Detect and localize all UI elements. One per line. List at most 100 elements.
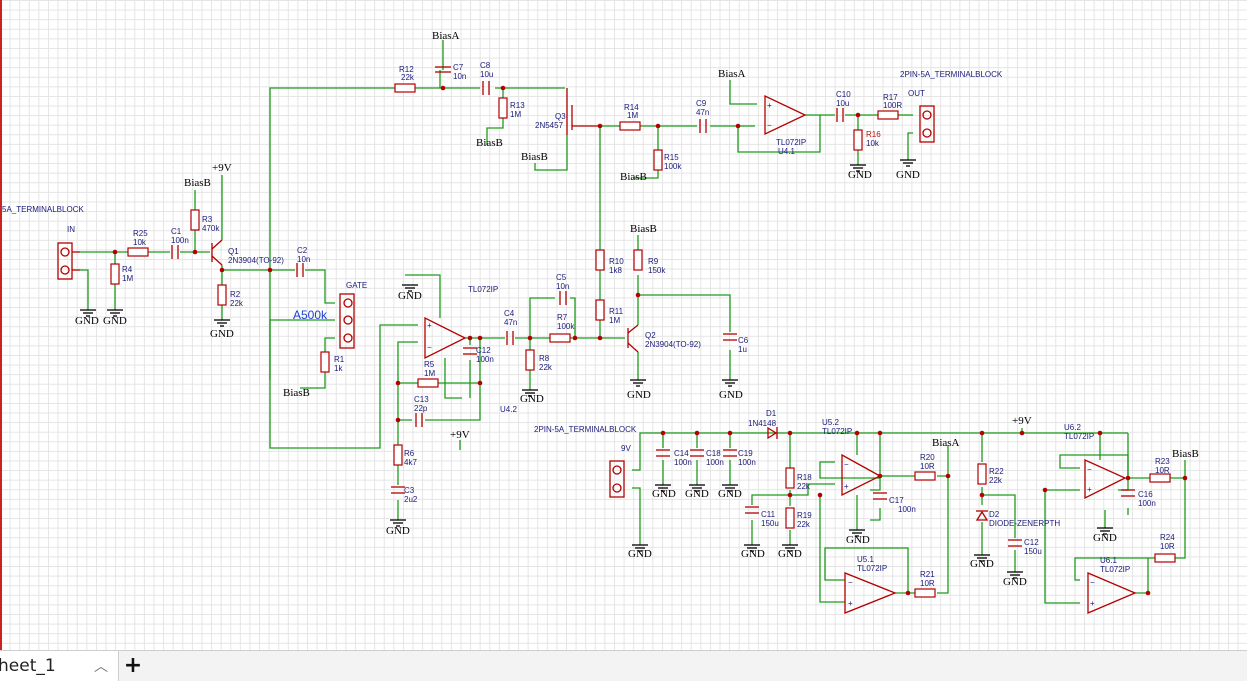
value-q2: 2N3904(TO-92) (645, 340, 701, 349)
value-c7: 10n (453, 72, 466, 81)
terminal-block-in[interactable] (57, 242, 80, 280)
resistor-r21[interactable] (914, 588, 936, 598)
resistor-r2[interactable] (217, 284, 227, 306)
label-q1: Q1 (228, 247, 239, 256)
resistor-r25[interactable] (127, 247, 149, 257)
potentiometer-gate[interactable] (339, 293, 355, 349)
capacitor-c7[interactable] (435, 66, 451, 73)
resistor-r11[interactable] (595, 299, 605, 321)
capacitor-c10[interactable] (836, 108, 844, 122)
svg-text:−: − (1087, 465, 1092, 474)
capacitor-c19[interactable] (723, 449, 737, 457)
opamp-u5-1[interactable]: −+ (844, 572, 897, 614)
label-r1: R1 (334, 355, 345, 364)
capacitor-c1[interactable] (171, 245, 179, 259)
capacitor-c17[interactable] (873, 492, 887, 500)
diode-d1[interactable] (767, 426, 778, 440)
value-r2: 22k (230, 299, 244, 308)
capacitor-c6[interactable] (723, 333, 737, 341)
sheet-border (0, 0, 2, 650)
capacitor-c11[interactable] (745, 506, 759, 514)
transistor-q3[interactable] (566, 88, 600, 135)
label-terminal-out: 2PIN-5A_TERMINALBLOCK (900, 70, 1003, 79)
schematic-canvas[interactable]: +− +− −+ −+ −+ −+ (0, 0, 1247, 650)
terminal-block-out[interactable] (919, 105, 935, 143)
label-r21: R21 (920, 570, 935, 579)
resistor-r12[interactable] (394, 83, 416, 93)
resistor-r4[interactable] (110, 263, 120, 285)
resistor-r19[interactable] (785, 507, 795, 529)
resistor-r10[interactable] (595, 249, 605, 271)
resistor-r17[interactable] (877, 110, 899, 120)
value-c5: 10n (556, 282, 569, 291)
opamp-u6-2[interactable]: −+ (1084, 458, 1127, 500)
resistor-r24[interactable] (1154, 553, 1176, 563)
add-sheet-button[interactable]: + (123, 653, 143, 678)
opamp-u6-1[interactable]: −+ (1087, 572, 1137, 614)
net-biasa: BiasA (718, 68, 746, 80)
chevron-up-icon[interactable]: ︿ (94, 658, 108, 674)
opamp-u5-2[interactable]: −+ (841, 453, 882, 497)
resistor-r20[interactable] (914, 471, 936, 481)
resistor-r23[interactable] (1149, 473, 1171, 483)
transistor-q1[interactable] (211, 239, 223, 266)
transistor-q2[interactable] (627, 324, 639, 353)
label-r9: R9 (648, 257, 659, 266)
capacitor-c18[interactable] (690, 449, 704, 457)
capacitor-c12[interactable] (463, 347, 477, 355)
label-r2: R2 (230, 290, 241, 299)
diode-d2[interactable] (975, 510, 989, 521)
value-u61: TL072IP (1100, 565, 1130, 574)
capacitor-c16[interactable] (1121, 489, 1135, 497)
label-r12: R12 (399, 65, 414, 74)
terminal-block-9v[interactable] (609, 460, 625, 498)
label-c9: C9 (696, 99, 707, 108)
label-u62: U6.2 (1064, 423, 1081, 432)
resistor-r15[interactable] (653, 149, 663, 171)
resistor-r8[interactable] (525, 349, 535, 371)
capacitor-c5[interactable] (559, 291, 567, 305)
capacitors (171, 66, 1135, 547)
resistor-r7[interactable] (549, 333, 571, 343)
value-r9: 150k (648, 266, 666, 275)
capacitor-c8[interactable] (482, 81, 490, 95)
resistor-r22[interactable] (977, 463, 987, 485)
resistor-r6[interactable] (393, 444, 403, 466)
resistor-r14[interactable] (619, 121, 641, 131)
sheet-tab[interactable]: heet_1 ︿ (0, 651, 119, 681)
net-biasb: BiasB (1172, 448, 1199, 460)
resistor-r9[interactable] (633, 249, 643, 271)
net-biasb: BiasB (521, 151, 548, 163)
component-labels: R12 22k C7 10n C8 10u R13 1M Q3 2N5457 R… (2, 61, 1175, 588)
value-r16: 10k (866, 139, 880, 148)
resistor-r1[interactable] (320, 351, 330, 373)
value-r4: 1M (122, 274, 133, 283)
capacitor-c14[interactable] (656, 449, 670, 457)
net-biasb: BiasB (630, 223, 657, 235)
opamp-u4-1[interactable]: +− (764, 94, 807, 136)
opamp-u4-2[interactable]: +− (424, 316, 467, 360)
capacitor-c9[interactable] (699, 119, 707, 133)
value-c11: 150u (761, 519, 779, 528)
label-d2: D2 (989, 510, 1000, 519)
value-u51: TL072IP (857, 564, 887, 573)
resistor-r18[interactable] (785, 467, 795, 489)
svg-text:−: − (427, 343, 432, 352)
net-gnd: GND (627, 389, 651, 401)
resistor-r5[interactable] (417, 378, 439, 388)
capacitor-c2[interactable] (296, 263, 304, 277)
label-r24: R24 (1160, 533, 1175, 542)
value-r12: 22k (401, 73, 415, 82)
value-c6: 1u (738, 345, 747, 354)
capacitor-c4[interactable] (506, 331, 514, 345)
junctions (112, 85, 1188, 596)
net-biasb: BiasB (283, 387, 310, 399)
svg-text:+: + (427, 321, 432, 330)
resistor-r16[interactable] (853, 129, 863, 151)
capacitor-c3[interactable] (391, 486, 405, 494)
resistor-r3[interactable] (190, 209, 200, 231)
label-r23: R23 (1155, 457, 1170, 466)
resistor-r13[interactable] (498, 97, 508, 119)
capacitor-c12b[interactable] (1008, 539, 1022, 547)
capacitor-c13[interactable] (415, 413, 423, 427)
